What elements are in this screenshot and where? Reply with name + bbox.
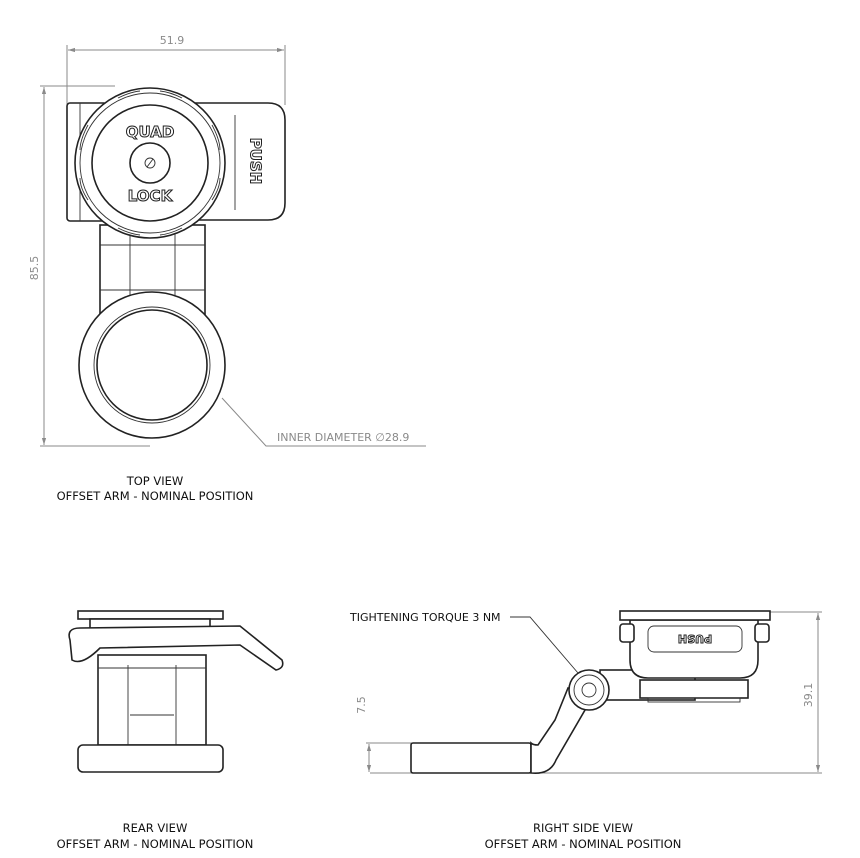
side-tab-right — [754, 623, 770, 643]
side-clamp-bar — [410, 742, 532, 774]
side-tab-left — [619, 623, 635, 643]
top-view: 51.9 85.5 PUSH — [28, 34, 426, 503]
torque-note: TIGHTENING TORQUE 3 NM — [349, 611, 501, 624]
right-side-view: 39.1 7.5 PUSH TIGHTENING TORQUE 3 NM RIG… — [349, 610, 822, 851]
tightening-bolt — [568, 669, 610, 711]
height-dimension-label: 85.5 — [28, 256, 41, 281]
top-view-caption-subtitle: OFFSET ARM - NOMINAL POSITION — [57, 489, 254, 503]
side-mount-head — [629, 619, 759, 679]
side-height-dimension-label: 39.1 — [802, 683, 815, 708]
rear-clip-lever — [68, 625, 284, 671]
rear-clamp-base — [77, 744, 224, 773]
side-mount-plate — [619, 610, 771, 621]
offset-arm — [530, 687, 592, 775]
height-dimension: 85.5 — [28, 85, 150, 447]
inner-diameter-note: INNER DIAMETER ∅28.9 — [277, 431, 409, 444]
width-dimension-label: 51.9 — [160, 34, 185, 47]
push-label: PUSH — [247, 138, 265, 185]
rear-view-caption-subtitle: OFFSET ARM - NOMINAL POSITION — [57, 837, 254, 851]
torque-leader — [510, 616, 579, 674]
right-side-view-caption-subtitle: OFFSET ARM - NOMINAL POSITION — [485, 837, 682, 851]
right-side-view-caption-title: RIGHT SIDE VIEW — [533, 821, 633, 835]
logo-lock: LOCK — [128, 187, 174, 205]
logo-quad: QUAD — [126, 123, 175, 141]
knob-grips — [79, 90, 221, 236]
rear-arm-body — [97, 654, 207, 746]
rear-view: REAR VIEW OFFSET ARM - NOMINAL POSITION — [57, 610, 284, 851]
top-view-caption-title: TOP VIEW — [126, 474, 184, 488]
mount-plate — [77, 610, 224, 620]
mount-base — [639, 679, 749, 699]
offset-dimension-label: 7.5 — [355, 696, 368, 714]
width-dimension: 51.9 — [66, 34, 286, 105]
rear-view-caption-title: REAR VIEW — [123, 821, 188, 835]
side-push-label: PUSH — [678, 632, 712, 645]
